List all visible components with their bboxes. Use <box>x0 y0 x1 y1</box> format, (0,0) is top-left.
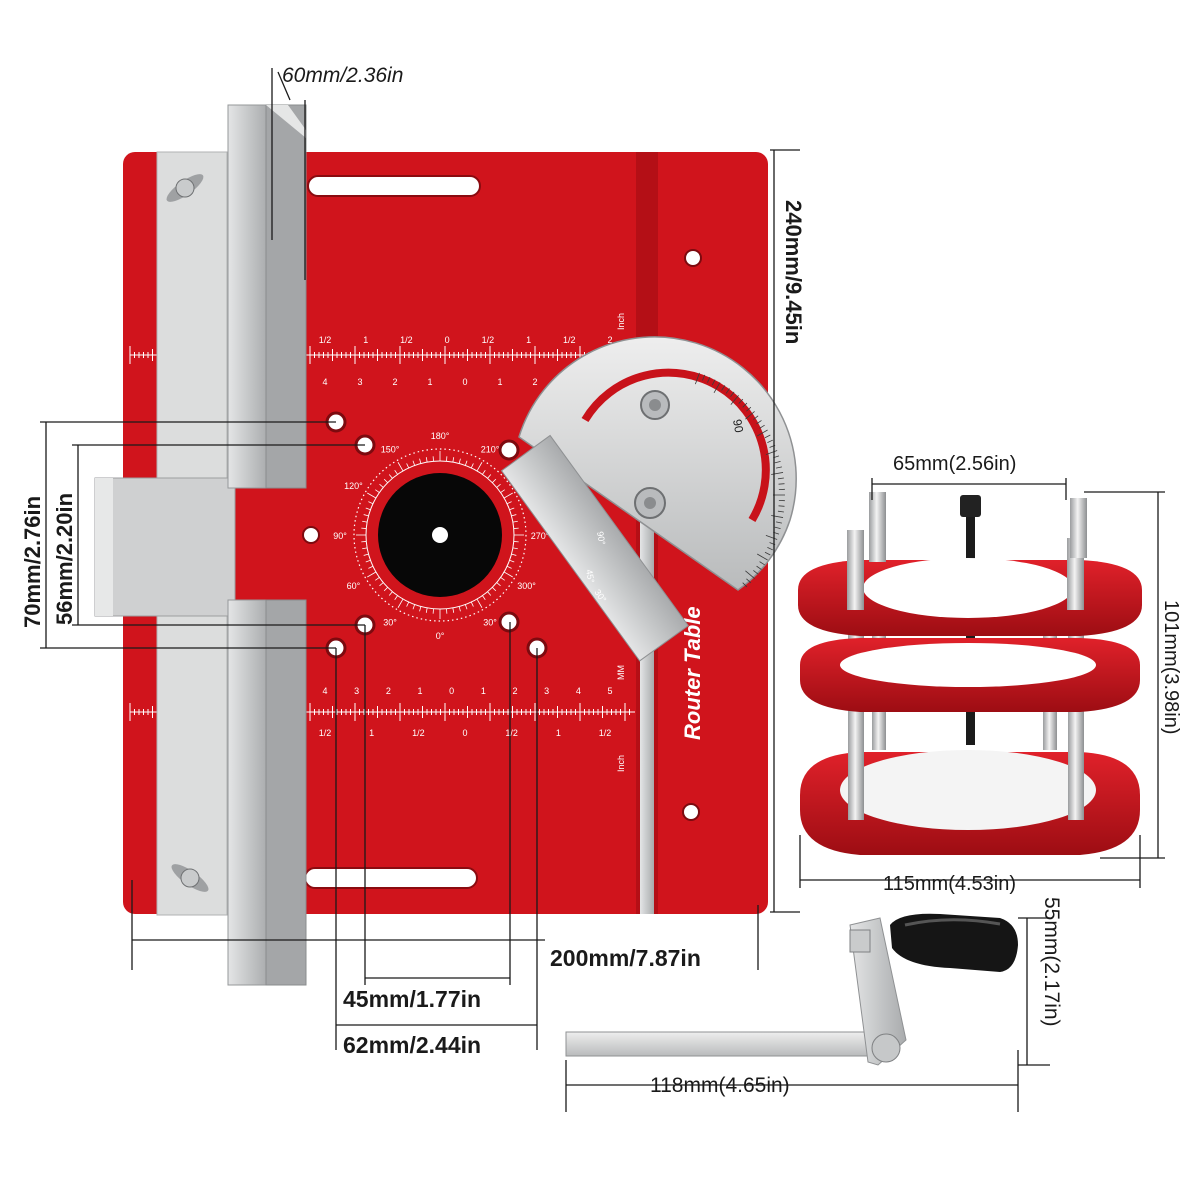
lift-ring-middle <box>800 638 1140 712</box>
ruler-inch-label: 0 <box>462 728 467 738</box>
plate-bottom-slot <box>304 867 478 889</box>
fence-back-plate <box>156 609 228 916</box>
ruler-mm-label: 3 <box>354 686 359 696</box>
ruler-mm-label: 1 <box>427 377 432 387</box>
crank-handle: 118mm(4.65in) 55mm(2.17in) <box>565 897 1063 1112</box>
lift-ring-top <box>798 558 1142 636</box>
dim-hole-spacing-inner: 45mm/1.77in <box>343 986 481 1012</box>
lift-ring-bottom <box>800 750 1140 855</box>
dim-crank-height: 55mm(2.17in) <box>1040 897 1063 1027</box>
ruler-mm-label: 3 <box>544 686 549 696</box>
protractor-arm <box>500 434 689 662</box>
ruler-inch-label: 1/2 <box>400 335 413 345</box>
ruler-inch-label: 2 <box>607 335 612 345</box>
ruler-mm-label: 0 <box>462 377 467 387</box>
fence-extrusion <box>227 104 269 489</box>
dial-label: 90° <box>333 531 347 541</box>
dial-label: 180° <box>431 431 450 441</box>
ruler-mm-label: 2 <box>532 377 537 387</box>
wing-nut-icon <box>166 174 204 202</box>
center-hole <box>432 527 448 543</box>
dial-label: 150° <box>381 444 400 454</box>
ruler-mm-label: 4 <box>576 686 581 696</box>
ruler-inch-label: 1/2 <box>412 728 425 738</box>
ruler-mm-label: 0 <box>449 686 454 696</box>
dial-label: 270° <box>531 531 550 541</box>
ruler-inch-label: 0 <box>445 335 450 345</box>
mount-hole <box>498 611 520 633</box>
ruler-mm-label: 2 <box>392 377 397 387</box>
ruler-mm-label: 2 <box>386 686 391 696</box>
mount-hole <box>498 439 520 461</box>
dim-lift-height: 101mm(3.98in) <box>1160 600 1182 735</box>
dim-lift-width: 115mm(4.53in) <box>883 873 1016 895</box>
ruler-mm-label: 1 <box>417 686 422 696</box>
plate-screw-hole <box>684 249 702 267</box>
dim-fence-width: 60mm/2.36in <box>282 64 403 87</box>
ruler-inch-label: 1/2 <box>319 728 332 738</box>
ruler-inch-label: 1/2 <box>505 728 518 738</box>
crank-grip <box>890 913 1018 972</box>
ruler-unit-mm: MM <box>616 665 626 680</box>
miter-gauge: 90 90° 45° 30° <box>500 336 797 662</box>
ruler-unit-inch-top: Inch <box>616 313 626 330</box>
dim-hole-vertical-inner: 56mm/2.20in <box>52 493 77 625</box>
ruler-inch-label: 1 <box>369 728 374 738</box>
router-lift: 65mm(2.56in) 115mm(4.53in) 101mm(3.98in) <box>798 453 1182 895</box>
ruler-inch-label: 1/2 <box>599 728 612 738</box>
ruler-mm-label: 3 <box>357 377 362 387</box>
dial-label: 210° <box>481 444 500 454</box>
dim-lift-post-spacing: 65mm(2.56in) <box>893 453 1016 475</box>
plate-screw-hole <box>302 526 320 544</box>
dial-label: 0° <box>436 631 445 641</box>
dial-label: 120° <box>344 481 363 491</box>
ruler-mm-label: 1 <box>481 686 486 696</box>
plate-dimensions: 60mm/2.36in 240mm/9.45in 200mm/7.87in 45… <box>20 64 806 1058</box>
protractor-angle-90: 90° <box>595 531 607 547</box>
dim-hole-spacing-outer: 62mm/2.44in <box>343 1032 481 1058</box>
ruler-inch-label: 1/2 <box>563 335 576 345</box>
plate-top-slot <box>307 175 481 197</box>
wing-nut-icon <box>171 864 209 892</box>
ruler-unit-inch-bottom: Inch <box>616 755 626 772</box>
dial-label: 30° <box>383 618 397 628</box>
ruler-inch-label: 1/2 <box>482 335 495 345</box>
ruler-mm-label: 2 <box>512 686 517 696</box>
dim-plate-height: 240mm/9.45in <box>781 200 806 344</box>
fence-back-plate <box>156 151 228 483</box>
lift-post <box>847 530 864 610</box>
protractor-arc <box>518 336 797 591</box>
ruler-mm-label: 4 <box>322 686 327 696</box>
protractor-top-label: 90 <box>730 418 746 434</box>
ruler-mm-label: 1 <box>497 377 502 387</box>
ruler-inch-label: 1 <box>363 335 368 345</box>
protractor-angle-45: 45° <box>584 569 596 585</box>
plate-screw-hole <box>682 803 700 821</box>
dial-label: 30° <box>483 618 497 628</box>
ruler-mm-label: 4 <box>322 377 327 387</box>
center-dial: 180°150°120°90°60°30°0°30°300°270°240°21… <box>333 431 550 641</box>
lift-post <box>869 492 886 562</box>
ruler-inch-label: 1/2 <box>319 335 332 345</box>
dim-hole-vertical-outer: 70mm/2.76in <box>20 496 45 628</box>
dial-label: 60° <box>347 581 361 591</box>
fence-extrusion <box>227 599 269 986</box>
fence <box>94 104 307 986</box>
dim-crank-length: 118mm(4.65in) <box>650 1074 790 1097</box>
dim-plate-width: 200mm/7.87in <box>550 945 701 971</box>
fence-extrusion <box>265 599 307 986</box>
lift-post <box>1070 498 1087 558</box>
fence-offset-block <box>94 477 236 617</box>
dial-label: 300° <box>517 581 536 591</box>
ruler-mm-label: 5 <box>607 686 612 696</box>
fence-extrusion <box>265 104 307 489</box>
ruler-inch-label: 1 <box>526 335 531 345</box>
crank-shaft <box>565 1031 879 1057</box>
ruler-inch-label: 1 <box>556 728 561 738</box>
